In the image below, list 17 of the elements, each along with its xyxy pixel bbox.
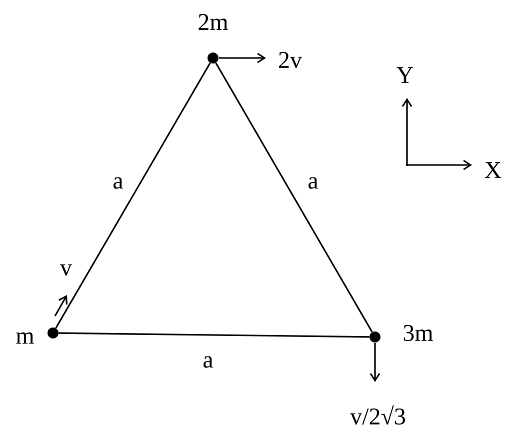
velocity-label: v — [60, 264, 72, 276]
velocity-label: 2v — [279, 52, 302, 68]
mass-label: 3m — [404, 324, 433, 342]
axis-label: X — [484, 162, 502, 178]
mass-dot — [208, 52, 218, 64]
mass-label: m — [16, 332, 34, 344]
triangle-side — [58, 332, 370, 338]
side-label: a — [308, 177, 318, 189]
axis-label: Y — [396, 67, 414, 83]
triangle-side — [55, 62, 211, 328]
mass-label: 2m — [198, 14, 228, 30]
velocity-label: v/2√3 — [350, 405, 405, 425]
mass-dot — [48, 328, 58, 338]
triangle-side — [215, 62, 373, 332]
side-label: a — [204, 356, 213, 368]
mass-dot — [370, 332, 380, 342]
side-label: a — [114, 177, 123, 189]
